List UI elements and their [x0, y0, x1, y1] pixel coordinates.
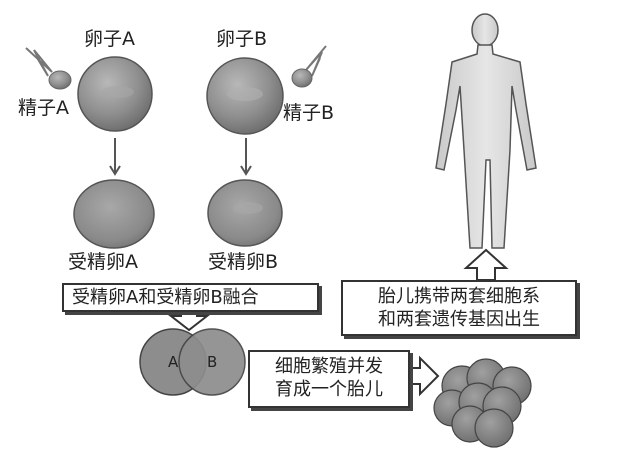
fusion-text: 受精卵A和受精卵B融合 — [72, 287, 259, 308]
sperm-a-label: 精子A — [18, 97, 69, 119]
result-text-line1: 胎儿携带两套细胞系 — [378, 286, 540, 307]
cell-b-label: B — [207, 353, 218, 371]
zygote-b-label: 受精卵B — [208, 251, 279, 273]
division-text-line1: 细胞繁殖并发 — [275, 356, 383, 377]
result-text-line2: 和两套遗传基因出生 — [378, 308, 540, 330]
sperm-b-label: 精子B — [283, 102, 335, 124]
arrow-hollow-up — [463, 248, 509, 281]
fusion-box: 受精卵A和受精卵B融合 — [62, 283, 319, 312]
fused-cells — [139, 328, 246, 396]
egg-a-label: 卵子A — [84, 28, 135, 50]
human-figure-icon — [435, 13, 537, 249]
division-text-line2: 育成一个胎儿 — [275, 378, 383, 400]
sperm-b-icon — [291, 45, 327, 88]
sperm-a-icon — [25, 47, 72, 90]
arrow-hollow-right — [407, 355, 440, 397]
egg-b-label: 卵子B — [216, 28, 268, 50]
zygote-a — [73, 179, 155, 249]
result-box: 胎儿携带两套细胞系 和两套遗传基因出生 — [341, 280, 577, 336]
cell-cluster — [433, 358, 532, 448]
zygote-a-label: 受精卵A — [68, 251, 138, 273]
cell-a-label: A — [168, 353, 179, 371]
arrow-down-b — [240, 138, 252, 176]
fused-cell-b — [178, 328, 246, 396]
division-box: 细胞繁殖并发 育成一个胎儿 — [248, 350, 410, 408]
arrow-down-a — [109, 138, 121, 176]
